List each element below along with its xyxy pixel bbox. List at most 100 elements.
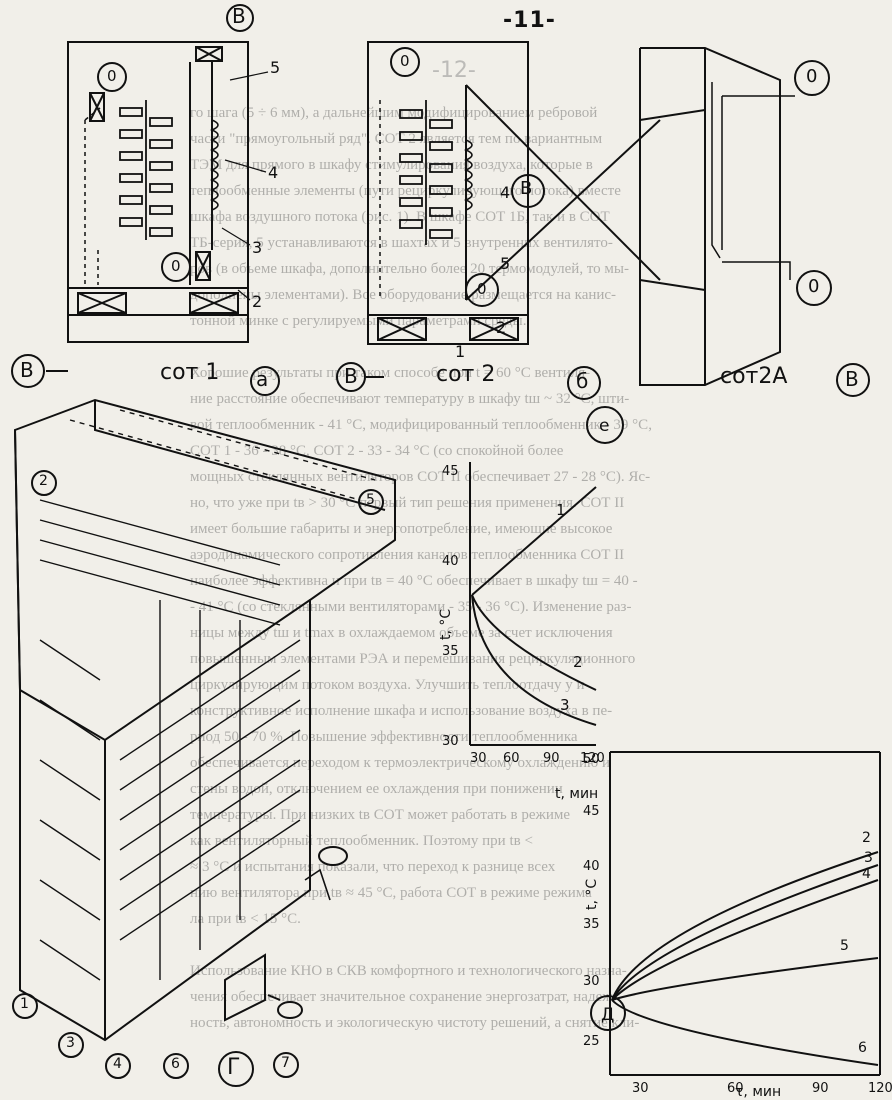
chart-d-x-tick: 90 <box>812 1081 829 1096</box>
cot2-num-2: 2 <box>496 318 507 337</box>
label-cot2a: сот2А <box>720 364 788 389</box>
cot2-num-5: 5 <box>500 254 511 273</box>
label-air-left: В <box>20 358 34 382</box>
chart-d-y-tick: 40 <box>583 859 600 874</box>
bleed-line: СОТ 1 - 36 - 38 °С, СОТ 2 - 33 - 34 °С (… <box>190 443 564 459</box>
chart-d-curve-label: 4 <box>862 866 871 882</box>
chart-d-curve-3 <box>611 864 879 1001</box>
chart-d-y-tick: 50 <box>583 752 600 767</box>
bleed-line: ≈ 3 °С и испытания показали, что переход… <box>190 859 556 875</box>
chart-d-curve-2 <box>611 851 879 1001</box>
bleed-line: мощных стеклянных вентиляторов СОТ II об… <box>190 469 651 485</box>
figg-num-2: 2 <box>39 473 48 489</box>
bleed-line: аэродинамического сопротивления каналов … <box>190 547 625 563</box>
ghost-page-number: -12- <box>432 58 476 83</box>
fan-mark-6: 0 <box>808 276 820 297</box>
bleed-through-text: го шага (5 ÷ 6 мм), а дальнейшим модифиц… <box>190 100 890 1036</box>
chart-d-curve-label: 5 <box>840 938 849 954</box>
chart-d-curve-label: 3 <box>864 850 873 866</box>
label-air-top: В <box>232 4 246 28</box>
chart-e-y-tick: 40 <box>442 554 459 569</box>
bleed-line: риод 50 - 70 %. Повышение эффективности … <box>190 729 578 745</box>
bleed-line: ла при tв < 15 °С. <box>190 911 301 927</box>
chart-e-y-tick: 45 <box>442 464 459 479</box>
fan-mark-2: 0 <box>171 257 181 275</box>
chart-d-curve-4 <box>611 879 879 1001</box>
label-cot2: сот 2 <box>436 362 496 387</box>
chart-d-y-tick: 25 <box>583 1034 600 1049</box>
cot1-num-3: 3 <box>252 238 263 257</box>
chart-d-x-tick: 60 <box>727 1081 744 1096</box>
bleed-line: ров (в объеме шкафа, дополнительно более… <box>190 261 629 277</box>
chart-d-curve-5 <box>611 957 879 1001</box>
bleed-line: конструктивное исполнение шкафа и исполь… <box>190 703 613 719</box>
chart-d-curve-label: 2 <box>862 830 871 846</box>
bleed-line: стены водой, отключением ее охлаждения п… <box>190 781 563 797</box>
page-number: -11- <box>503 8 556 33</box>
bleed-line: ние расстояние обеспечивают температуру … <box>190 391 630 407</box>
label-fig-v: В <box>845 367 859 391</box>
chart-e-ylabel: t, °C <box>438 609 454 640</box>
bleed-line: части "прямоугольный ряд". СОТ 2 являетс… <box>190 131 603 147</box>
fan-mark-1: 0 <box>107 67 117 85</box>
bleed-line: тонной минке с регулируемыми параметрами… <box>190 313 527 329</box>
chart-e-xlabel: t, мин <box>555 786 598 802</box>
cot1-num-4: 4 <box>268 163 279 182</box>
chart-d-y-tick: 30 <box>583 974 600 989</box>
bleed-line: нию вентилятора при tв ≈ 45 °С, работа С… <box>190 885 592 901</box>
chart-d-x-tick: 30 <box>632 1081 649 1096</box>
fan-mark-5: 0 <box>806 66 818 87</box>
chart-e-y-tick: 30 <box>442 734 459 749</box>
chart-e-curve-2 <box>471 594 597 691</box>
chart-e-curve-label: 2 <box>573 653 583 671</box>
bleed-line: наиболее эффективна и при tв = 40 °С обе… <box>190 573 638 589</box>
bleed-line: ТБ-серия, 5 устанавливаются в шахтах и 5… <box>190 235 613 251</box>
figg-num-6: 6 <box>171 1056 180 1072</box>
chart-e-x-tick: 120 <box>580 751 605 766</box>
bleed-line: шкафа воздушного потока (рис. 1). В шкаф… <box>190 209 610 225</box>
bleed-line: чения обеспечивает значительное сохранен… <box>190 989 618 1005</box>
figg-num-1: 1 <box>20 996 29 1012</box>
chart-e-x-tick: 90 <box>543 751 560 766</box>
cot2-num-1: 1 <box>455 342 466 361</box>
bleed-line: ность, автономность и экологическую чист… <box>190 1015 640 1031</box>
bleed-line: вой теплообменник - 41 °С, модифицирован… <box>190 417 652 433</box>
fan-mark-3: 0 <box>400 52 410 70</box>
chart-d-ylabel: t, °C <box>584 879 600 910</box>
chart-e-curve-label: 3 <box>560 696 570 714</box>
figg-num-5: 5 <box>366 492 375 508</box>
chart-e-curve-3 <box>471 594 597 726</box>
figg-num-3: 3 <box>66 1035 75 1051</box>
bleed-line: имеет большие габариты и энергопотреблен… <box>190 521 613 537</box>
label-cot1: сот 1 <box>160 360 220 385</box>
cot1-num-2: 2 <box>252 292 263 311</box>
bleed-line: - 41 °С (со стеклянными вентиляторами - … <box>190 599 632 615</box>
bleed-line: но, что уже при tв > 30 °С первый тип ре… <box>190 495 625 511</box>
bleed-line: ТЭМ для прямого в шкафу стимулирования в… <box>190 157 593 173</box>
label-fig-b: б <box>576 369 589 393</box>
chart-d-curve-6 <box>611 999 879 1066</box>
figg-num-4: 4 <box>113 1056 122 1072</box>
chart-e-x-tick: 30 <box>470 751 487 766</box>
chart-e-title: е <box>599 416 609 436</box>
cot2-num-4: 4 <box>500 183 511 202</box>
chart-e-y-tick: 35 <box>442 644 459 659</box>
mid-duct-mark: В <box>520 178 533 199</box>
chart-e-curve-1 <box>471 486 597 596</box>
bleed-line: дополнены элементами). Все оборудование … <box>190 287 617 303</box>
chart-d-y-tick: 45 <box>583 804 600 819</box>
chart-d-x-tick: 120 <box>868 1081 892 1096</box>
chart-d-xlabel: τ, мин <box>735 1084 781 1100</box>
label-air-mid: В <box>344 364 358 388</box>
bleed-line: Использование КНО в СКВ комфортного и те… <box>190 963 627 979</box>
label-fig-g: Г <box>227 1055 241 1080</box>
label-fig-a: а <box>256 367 269 391</box>
bleed-line: циркулирующим потоком воздуха. Улучшить … <box>190 677 585 693</box>
chart-d-y-tick: 35 <box>583 917 600 932</box>
bleed-line: го шага (5 ÷ 6 мм), а дальнейшим модифиц… <box>190 105 598 121</box>
bleed-line: Хорошие результаты при таком способе при… <box>190 365 591 381</box>
